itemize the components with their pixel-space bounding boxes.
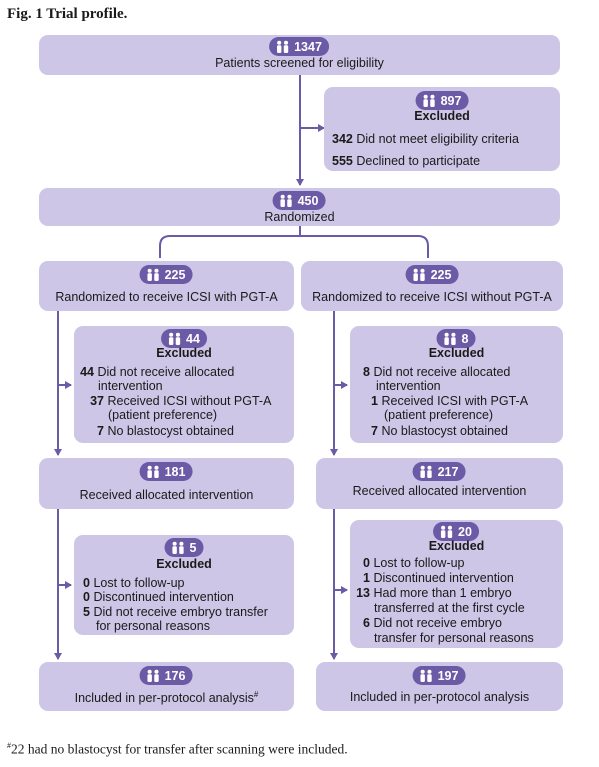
arm-left-count-badge: 225 (139, 265, 193, 284)
arm-left-analysis-count-badge: 176 (139, 666, 193, 685)
arm-left-excluded-count-badge: 44 (161, 329, 207, 348)
arm-left-count: 225 (164, 267, 186, 282)
figure-footnote: #22 had no blastocyst for transfer after… (7, 741, 348, 757)
arm-left-lost-reason-cont: for personal reasons (96, 619, 210, 633)
arm-right-lost-reason: 1 Discontinued intervention (363, 571, 514, 585)
people-icon (420, 465, 432, 478)
arm-right-excluded-reason-cont: intervention (376, 379, 441, 393)
arm-left-excluded-reason: 7 No blastocyst obtained (97, 424, 234, 438)
excluded-screen-count: 897 (440, 93, 462, 108)
figure-title: Fig. 1 Trial profile. (7, 6, 128, 22)
arm-right-lost-reason: 6 Did not receive embryo (363, 616, 503, 630)
arm-right-analysis-count-badge: 197 (412, 666, 466, 685)
arm-left-box: 225 Randomized to receive ICSI with PGT-… (39, 261, 294, 311)
arm-left-lost-count: 5 (189, 540, 197, 555)
randomized-count-badge: 450 (272, 191, 326, 210)
arm-right-received-count-badge: 217 (412, 462, 466, 481)
arm-left-received-label: Received allocated intervention (79, 488, 254, 502)
footnote-mark: # (7, 741, 11, 750)
arm-left-excluded-reason-cont: (patient preference) (108, 408, 218, 422)
footnote-mark: # (253, 690, 259, 699)
arm-left-lost-count-badge: 5 (164, 538, 204, 557)
screened-count: 1347 (294, 39, 322, 54)
arm-left-lost-reason: 5 Did not receive embryo transfer (83, 605, 268, 619)
people-icon (280, 194, 292, 207)
arm-left-lost-reason: 0 Lost to follow-up (83, 576, 185, 590)
arm-right-lost-reason: 13 Had more than 1 embryo (356, 586, 512, 600)
people-icon (423, 94, 435, 107)
arm-right-lost-reason-cont: transfer for personal reasons (374, 631, 534, 645)
people-icon (413, 268, 425, 281)
arm-right-analysis-label: Included in per-protocol analysis (349, 690, 530, 704)
arm-right-excluded-heading: Excluded (428, 346, 485, 360)
arm-left-excluded-reason: 44 Did not receive allocated (80, 365, 235, 379)
arm-left-received-count: 181 (164, 464, 186, 479)
arm-right-excluded-reason-cont: (patient preference) (384, 408, 494, 422)
randomized-count: 450 (297, 193, 319, 208)
people-icon (168, 332, 181, 345)
arm-right-lost-box: 20 Excluded 0 Lost to follow-up 1 Discon… (350, 520, 563, 648)
people-icon (147, 669, 159, 682)
arm-right-count-badge: 225 (405, 265, 459, 284)
arm-left-label: Randomized to receive ICSI with PGT-A (55, 290, 278, 304)
arm-left-lost-reason: 0 Discontinued intervention (83, 590, 234, 604)
arm-right-count: 225 (430, 267, 452, 282)
people-icon (147, 268, 159, 281)
excluded-screen-count-badge: 897 (415, 91, 469, 110)
arm-left-excluded-heading: Excluded (156, 346, 212, 360)
arm-right-lost-count-badge: 20 (433, 522, 479, 541)
people-icon (444, 332, 456, 345)
arm-left-analysis-label: Included in per-protocol analysis# (74, 690, 259, 706)
randomized-label: Randomized (264, 210, 335, 224)
arm-left-analysis-count: 176 (164, 668, 186, 683)
randomized-box: 450 Randomized (39, 188, 560, 226)
arm-left-excluded-count: 44 (186, 331, 200, 346)
arm-right-box: 225 Randomized to receive ICSI without P… (301, 261, 563, 311)
arm-right-received-label: Received allocated intervention (352, 484, 527, 498)
arm-right-received-box: 217 Received allocated intervention (316, 458, 563, 509)
arm-right-lost-reason-cont: transferred at the first cycle (374, 601, 525, 615)
excluded-screen-heading: Excluded (414, 109, 470, 123)
arm-right-analysis-count: 197 (437, 668, 459, 683)
split-bracket (159, 226, 429, 258)
arm-left-lost-heading: Excluded (156, 557, 212, 571)
arm-right-lost-reason: 0 Lost to follow-up (363, 556, 465, 570)
arm-right-excluded-reason: 8 Did not receive allocated (363, 365, 511, 379)
arm-right-lost-count: 20 (458, 524, 472, 539)
excluded-screen-reason: 342 Did not meet eligibility criteria (332, 132, 519, 146)
excluded-screen-reason: 555 Declined to participate (332, 154, 481, 168)
screened-label: Patients screened for eligibility (215, 56, 384, 70)
arm-left-analysis-box: 176 Included in per-protocol analysis# (39, 662, 294, 711)
people-icon (276, 40, 289, 53)
people-icon (172, 541, 184, 554)
screened-box: 1347 Patients screened for eligibility (39, 35, 560, 75)
screened-count-badge: 1347 (269, 37, 329, 56)
excluded-screen-box: 897 Excluded 342 Did not meet eligibilit… (324, 87, 560, 171)
arm-right-excluded-reason: 7 No blastocyst obtained (371, 424, 508, 438)
arm-left-excluded-reason-cont: intervention (98, 379, 163, 393)
people-icon (420, 669, 432, 682)
arm-right-excluded-count: 8 (461, 331, 469, 346)
arm-right-excluded-count-badge: 8 (436, 329, 476, 348)
people-icon (147, 465, 159, 478)
arm-right-received-count: 217 (437, 464, 459, 479)
arm-right-excluded-box: 8 Excluded 8 Did not receive allocated i… (350, 326, 563, 443)
arm-right-lost-heading: Excluded (428, 539, 485, 553)
arm-right-analysis-box: 197 Included in per-protocol analysis (316, 662, 563, 711)
arm-left-excluded-reason: 37 Received ICSI without PGT-A (90, 394, 272, 408)
people-icon (440, 525, 453, 538)
arm-left-received-count-badge: 181 (139, 462, 193, 481)
arm-left-lost-box: 5 Excluded 0 Lost to follow-up 0 Discont… (74, 535, 294, 635)
arm-left-excluded-box: 44 Excluded 44 Did not receive allocated… (74, 326, 294, 443)
arm-left-received-box: 181 Received allocated intervention (39, 458, 294, 509)
arm-right-excluded-reason: 1 Received ICSI with PGT-A (371, 394, 529, 408)
arm-right-label: Randomized to receive ICSI without PGT-A (312, 290, 552, 304)
